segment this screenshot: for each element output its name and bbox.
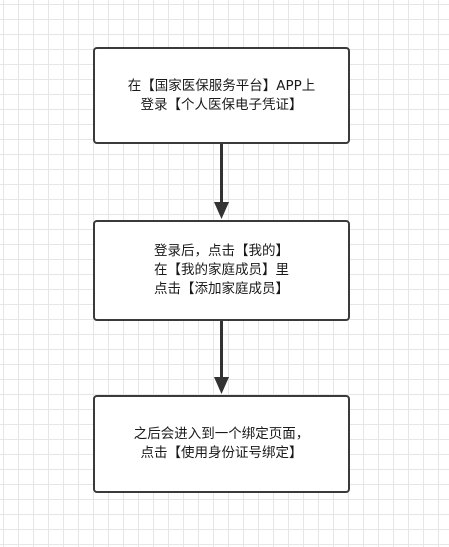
flow-step-add-family-member: 登录后，点击【我的】 在【我的家庭成员】里 点击【添加家庭成员】	[93, 220, 350, 321]
step-text-line: 在【我的家庭成员】里	[154, 262, 289, 278]
step-text-line: 登录后，点击【我的】	[154, 243, 289, 259]
step-text-line: 点击【添加家庭成员】	[154, 281, 289, 297]
step-text-line: 之后会进入到一个绑定页面，	[133, 426, 310, 442]
arrow-step2-to-step3	[214, 321, 229, 394]
flow-step-login: 在【国家医保服务平台】APP上 登录【个人医保电子凭证】	[93, 47, 350, 144]
arrow-step1-to-step2	[214, 144, 229, 219]
arrow-head	[214, 202, 229, 219]
arrow-head	[214, 377, 229, 394]
step-text-line: 登录【个人医保电子凭证】	[140, 96, 303, 113]
flow-step-bind-id-card: 之后会进入到一个绑定页面， 点击【使用身份证号绑定】	[93, 395, 350, 493]
step-text-line: 点击【使用身份证号绑定】	[140, 445, 303, 461]
step-text-line: 在【国家医保服务平台】APP上	[127, 77, 316, 94]
